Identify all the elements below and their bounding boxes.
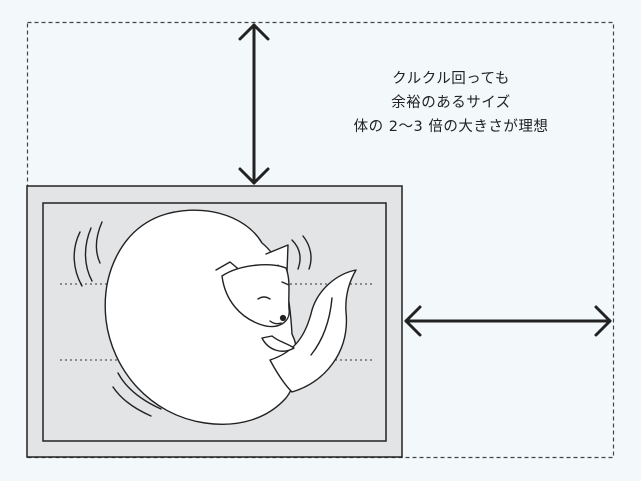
caption-line-2: 余裕のあるサイズ [391,93,511,111]
curled-cat-icon [73,209,357,425]
cat-body [104,209,299,425]
motion-line [117,372,162,410]
cat-eye [257,296,271,300]
motion-line [95,221,103,264]
cat-right-ear [265,244,289,273]
motion-line [302,235,312,270]
caption-line-3: 体の 2〜3 倍の大きさが理想 [354,118,549,135]
motion-line [84,227,93,282]
cat-face [221,264,290,328]
caption: クルクル回っても 余裕のあるサイズ 体の 2〜3 倍の大きさが理想 [354,70,549,135]
cat-tail-fur-line [310,297,333,356]
horizontal-arrow-head-right [594,305,612,337]
motion-line [112,386,152,417]
cat-tail [269,269,357,393]
cat-mouth [269,320,282,325]
motion-line [291,239,301,270]
cat-nose [279,314,287,322]
vertical-double-arrow-icon [238,23,270,185]
cat-cheek-fur [281,281,290,286]
motion-line [73,231,83,287]
horizontal-double-arrow-icon [404,305,612,337]
horizontal-arrow-head-left [404,305,422,337]
vertical-arrow-head-top [238,23,270,41]
caption-line-1: クルクル回っても [392,70,510,87]
vertical-arrow-head-bottom [238,167,270,185]
cat-paw [261,335,295,352]
